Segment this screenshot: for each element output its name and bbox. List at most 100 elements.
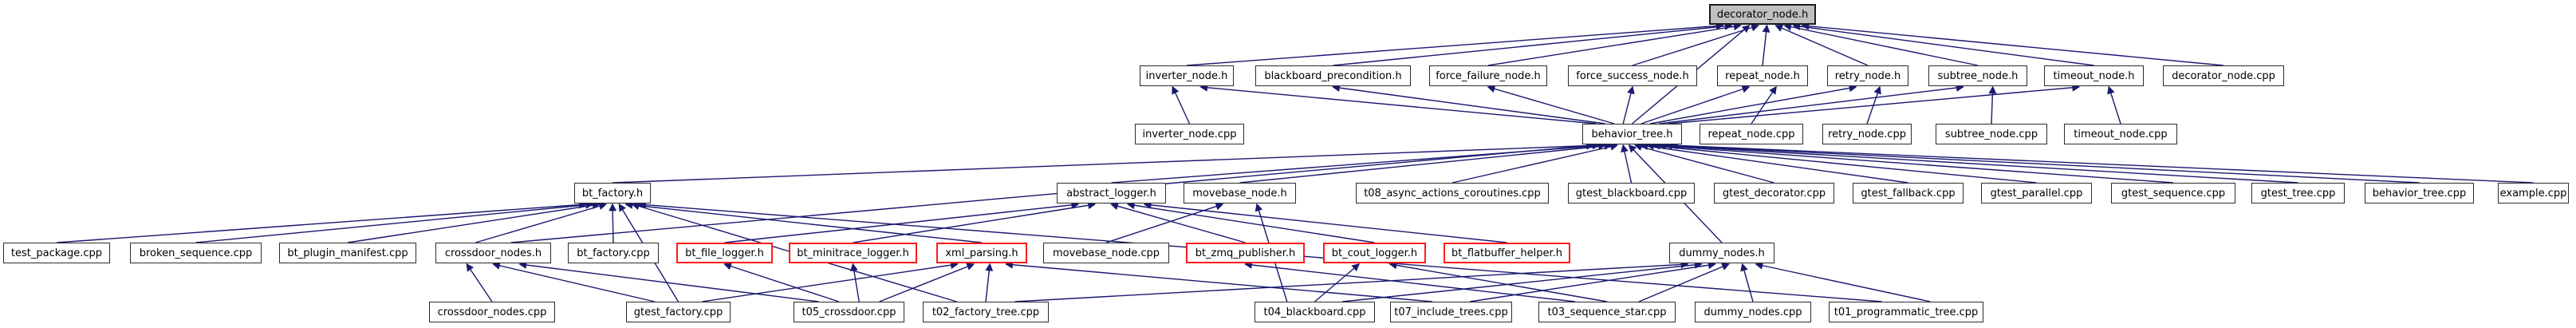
include-edge xyxy=(850,263,860,302)
include-edges xyxy=(56,22,2534,302)
graph-node-xml-parsing-h[interactable]: xml_parsing.h xyxy=(936,243,1027,263)
include-edge xyxy=(1172,85,1191,124)
graph-node-broken-sequence-cpp[interactable]: broken_sequence.cpp xyxy=(130,243,262,263)
include-edge xyxy=(1645,141,2037,184)
include-edge xyxy=(1638,263,1730,302)
include-edge xyxy=(2107,85,2121,124)
include-edge xyxy=(466,263,493,302)
include-edge xyxy=(609,203,617,243)
include-edge xyxy=(879,263,975,302)
graph-node-behavior-tree-cpp[interactable]: behavior_tree.cpp xyxy=(2365,183,2474,204)
graph-node-bt-factory-h[interactable]: bt_factory.h xyxy=(574,183,651,204)
include-edge xyxy=(1664,141,2420,184)
include-edge xyxy=(475,202,608,243)
include-edge xyxy=(1668,83,2081,124)
graph-node-t05-crossdoor-cpp[interactable]: t05_crossdoor.cpp xyxy=(794,302,904,322)
include-edge xyxy=(1774,24,1869,66)
graph-node-crossdoor-nodes-h[interactable]: crossdoor_nodes.h xyxy=(435,243,551,263)
graph-node-force-failure-node-h[interactable]: force_failure_node.h xyxy=(1429,65,1547,86)
graph-node-t04-blackboard-cpp[interactable]: t04_blackboard.cpp xyxy=(1255,302,1375,322)
include-edge xyxy=(853,201,1097,243)
include-edge xyxy=(1451,143,1619,184)
graph-node-t07-include-trees-cpp[interactable]: t07_include_trees.cpp xyxy=(1390,302,1512,322)
graph-node-repeat-node-cpp[interactable]: repeat_node.cpp xyxy=(1700,124,1803,144)
include-edge xyxy=(612,141,1601,184)
graph-node-bt-cout-logger-h[interactable]: bt_cout_logger.h xyxy=(1323,243,1426,263)
graph-node-test-package-cpp[interactable]: test_package.cpp xyxy=(3,243,110,263)
graph-node-subtree-node-cpp[interactable]: subtree_node.cpp xyxy=(1936,124,2047,144)
graph-node-repeat-node-h[interactable]: repeat_node.h xyxy=(1717,65,1808,86)
include-edge xyxy=(1314,263,1361,302)
graph-node-dummy-nodes-cpp[interactable]: dummy_nodes.cpp xyxy=(1695,302,1811,322)
include-edge xyxy=(1657,141,2298,184)
include-edge xyxy=(1640,142,1908,184)
include-edge xyxy=(1632,23,1759,66)
include-edge xyxy=(1332,84,1605,124)
graph-node-gtest-decorator-cpp[interactable]: gtest_decorator.cpp xyxy=(1714,183,1834,204)
include-edge xyxy=(1792,22,2094,66)
graph-node-t03-sequence-star-cpp[interactable]: t03_sequence_star.cpp xyxy=(1538,302,1676,322)
graph-node-example-cpp[interactable]: example.cpp xyxy=(2498,183,2569,204)
graph-node-movebase-node-cpp[interactable]: movebase_node.cpp xyxy=(1043,243,1169,263)
graph-node-t02-factory-tree-cpp[interactable]: t02_factory_tree.cpp xyxy=(923,302,1049,322)
graph-node-bt-minitrace-logger-h[interactable]: bt_minitrace_logger.h xyxy=(789,243,917,263)
include-edge xyxy=(1105,202,1224,243)
include-edge xyxy=(723,262,840,302)
graph-node-bt-flatbuffer-helper-h[interactable]: bt_flatbuffer_helper.h xyxy=(1444,243,1570,263)
graph-node-subtree-node-h[interactable]: subtree_node.h xyxy=(1928,65,2027,86)
graph-node-bt-file-logger-h[interactable]: bt_file_logger.h xyxy=(676,243,773,263)
graph-node-gtest-tree-cpp[interactable]: gtest_tree.cpp xyxy=(2251,183,2345,204)
graph-node-inverter-node-h[interactable]: inverter_node.h xyxy=(1140,65,1234,86)
include-edge xyxy=(1649,84,1857,124)
include-edge xyxy=(1014,260,1689,302)
include-edge xyxy=(1652,141,2174,184)
include-edge xyxy=(985,263,994,302)
graph-node-gtest-blackboard-cpp[interactable]: gtest_blackboard.cpp xyxy=(1568,183,1695,204)
include-edge xyxy=(724,201,1080,243)
include-edge xyxy=(1622,85,1635,124)
graph-node-gtest-factory-cpp[interactable]: gtest_factory.cpp xyxy=(626,302,731,322)
include-edge xyxy=(1641,85,1751,124)
include-edge xyxy=(1244,261,1576,302)
graph-node-force-success-node-h[interactable]: force_success_node.h xyxy=(1568,65,1697,86)
graph-node-timeout-node-cpp[interactable]: timeout_node.cpp xyxy=(2064,124,2177,144)
graph-node-abstract-logger-h[interactable]: abstract_logger.h xyxy=(1057,183,1166,204)
graph-node-gtest-fallback-cpp[interactable]: gtest_fallback.cpp xyxy=(1853,183,1964,204)
include-edge xyxy=(1239,141,1613,184)
include-edge xyxy=(702,261,959,302)
graph-node-crossdoor-nodes-cpp[interactable]: crossdoor_nodes.cpp xyxy=(429,302,555,322)
graph-node-bt-zmq-publisher-h[interactable]: bt_zmq_publisher.h xyxy=(1186,243,1305,263)
graph-node-retry-node-h[interactable]: retry_node.h xyxy=(1827,65,1908,86)
graph-node-inverter-node-cpp[interactable]: inverter_node.cpp xyxy=(1135,124,1244,144)
include-edge xyxy=(1487,22,1742,66)
include-edge xyxy=(1186,22,1724,66)
graph-node-blackboard-precondition-h[interactable]: blackboard_precondition.h xyxy=(1255,65,1411,86)
include-edge xyxy=(1005,260,1433,302)
graph-node-bt-factory-cpp[interactable]: bt_factory.cpp xyxy=(568,243,659,263)
include-edge xyxy=(624,201,983,243)
graph-node-gtest-sequence-cpp[interactable]: gtest_sequence.cpp xyxy=(2111,183,2235,204)
graph-node-behavior-tree-h[interactable]: behavior_tree.h xyxy=(1582,124,1682,144)
include-edge xyxy=(1801,22,2224,66)
graph-node-dummy-nodes-h[interactable]: dummy_nodes.h xyxy=(1669,243,1774,263)
include-edge xyxy=(1110,202,1246,243)
graph-node-bt-plugin-manifest-cpp[interactable]: bt_plugin_manifest.cpp xyxy=(279,243,416,263)
graph-node-t01-programmatic-tree-cpp[interactable]: t01_programmatic_tree.cpp xyxy=(1829,302,1983,322)
include-edge xyxy=(1988,85,1997,124)
graph-node-decorator-node-cpp[interactable]: decorator_node.cpp xyxy=(2163,65,2284,86)
include-edge xyxy=(510,141,1594,243)
graph-node-retry-node-cpp[interactable]: retry_node.cpp xyxy=(1822,124,1912,144)
include-edge xyxy=(492,262,655,302)
include-edge xyxy=(1342,260,1703,302)
graph-node-timeout-node-h[interactable]: timeout_node.h xyxy=(2044,65,2144,86)
include-edge xyxy=(1199,83,1597,124)
graph-node-gtest-parallel-cpp[interactable]: gtest_parallel.cpp xyxy=(1981,183,2092,204)
graph-node-movebase-node-h[interactable]: movebase_node.h xyxy=(1184,183,1296,204)
include-edge xyxy=(1388,261,1608,302)
graph-node-t08-async-actions-coroutines-cpp[interactable]: t08_async_actions_coroutines.cpp xyxy=(1356,183,1549,204)
include-edge xyxy=(195,200,594,243)
include-edge xyxy=(1111,141,1607,184)
include-edge xyxy=(1755,261,1931,302)
